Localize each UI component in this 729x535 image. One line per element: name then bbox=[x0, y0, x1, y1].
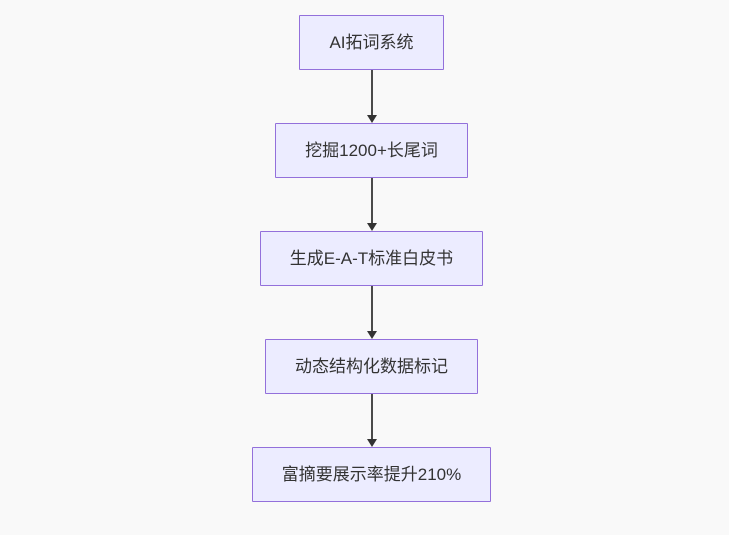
arrowhead-down-icon bbox=[366, 223, 377, 231]
node-label: 动态结构化数据标记 bbox=[295, 357, 448, 376]
arrow-line bbox=[370, 70, 373, 115]
arrowhead-down-icon bbox=[366, 115, 377, 123]
flow-arrow-4 bbox=[366, 394, 377, 447]
node-label: 富摘要展示率提升210% bbox=[281, 465, 462, 484]
flowchart-node-step-5: 富摘要展示率提升210% bbox=[251, 447, 492, 502]
flow-arrow-2 bbox=[366, 178, 377, 231]
node-label: AI拓词系统 bbox=[329, 33, 414, 52]
flowchart-node-step-1: AI拓词系统 bbox=[299, 15, 444, 70]
flow-arrow-3 bbox=[366, 286, 377, 339]
flowchart-node-step-2: 挖掘1200+长尾词 bbox=[275, 123, 468, 178]
arrowhead-down-icon bbox=[366, 331, 377, 339]
arrowhead-down-icon bbox=[366, 439, 377, 447]
arrow-line bbox=[370, 178, 373, 223]
flowchart: AI拓词系统 挖掘1200+长尾词 生成E-A-T标准白皮书 动态结构化数据标记 bbox=[0, 15, 729, 502]
arrow-line bbox=[370, 394, 373, 439]
flowchart-node-step-4: 动态结构化数据标记 bbox=[265, 339, 478, 394]
flowchart-node-step-3: 生成E-A-T标准白皮书 bbox=[259, 231, 484, 286]
node-label: 挖掘1200+长尾词 bbox=[305, 141, 438, 160]
arrow-line bbox=[370, 286, 373, 331]
flow-arrow-1 bbox=[366, 70, 377, 123]
node-label: 生成E-A-T标准白皮书 bbox=[289, 249, 454, 268]
